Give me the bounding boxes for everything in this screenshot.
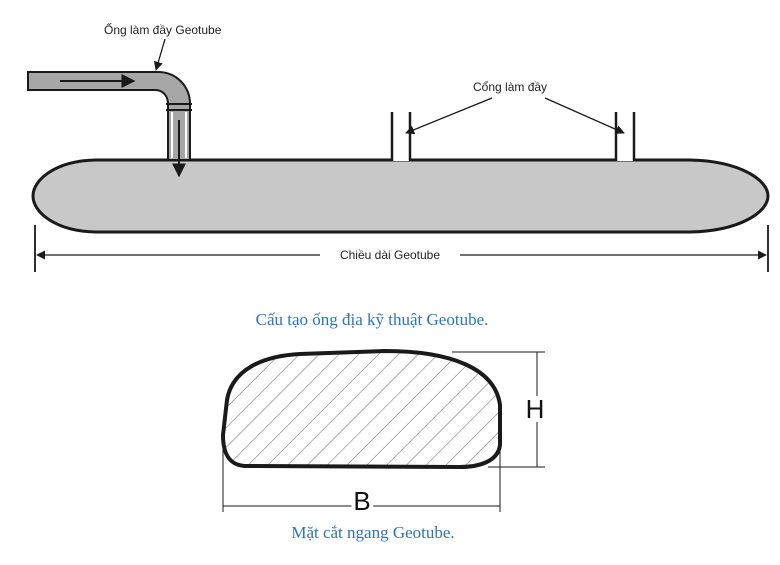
- cross-section-outline: [220, 348, 502, 470]
- caption-section: Mặt cắt ngang Geotube.: [291, 523, 454, 542]
- fill-port-right: [614, 112, 636, 161]
- dimension-h-label: H: [526, 394, 545, 424]
- fill-port-leader-right: [544, 97, 625, 134]
- fill-ports-label: Cổng làm đầy: [473, 80, 547, 94]
- fill-pipe-label: Ống làm đầy Geotube: [104, 22, 222, 37]
- dimension-b-label: B: [353, 486, 370, 516]
- fill-port-leader-left: [405, 97, 493, 135]
- cross-section-hatch: [223, 351, 500, 467]
- fill-port-left: [390, 112, 412, 161]
- caption-structure: Cấu tạo ống địa kỹ thuật Geotube.: [256, 310, 489, 329]
- fill-pipe: [27, 71, 192, 161]
- geotube-body: [31, 158, 770, 234]
- fill-pipe-leader: [153, 38, 166, 71]
- length-label: Chiều dài Geotube: [340, 248, 440, 262]
